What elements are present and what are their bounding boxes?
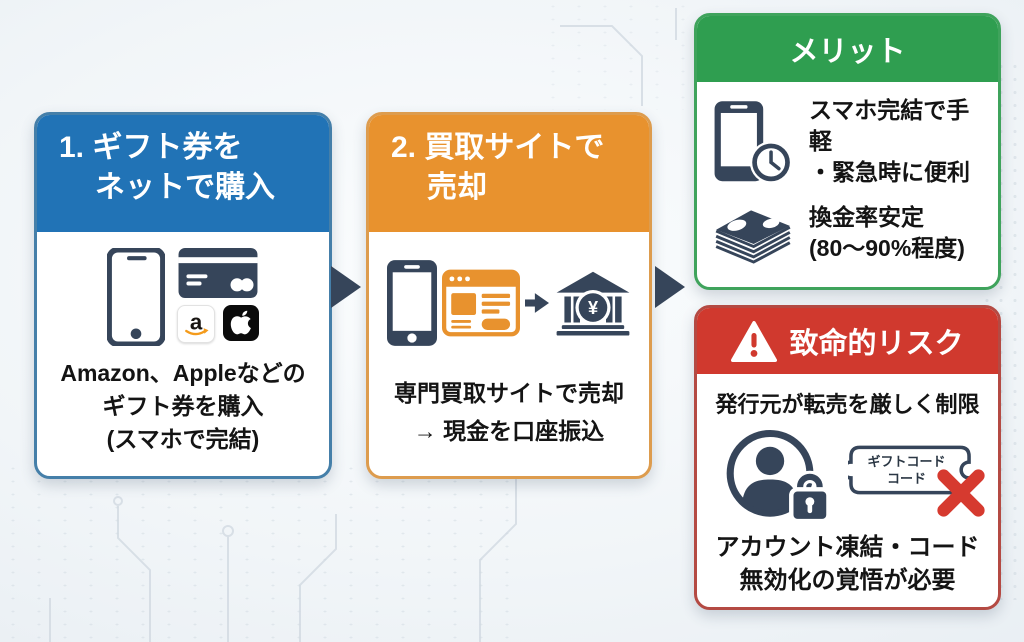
bank-icon: ¥: [556, 271, 629, 336]
gift-code-ticket-icon: ギフトコード コード: [847, 444, 985, 517]
step2-desc-line1: 専門買取サイトで売却: [394, 380, 624, 406]
amazon-icon: a: [177, 305, 215, 343]
risk-outcome-line1: アカウント凍結・コード: [715, 534, 980, 561]
step2-title: 2. 買取サイトで 売却: [369, 115, 649, 232]
merit-item-2-text: 換金率安定 (80〜90%程度): [809, 202, 965, 264]
risk-icons: ギフトコード コード: [697, 425, 998, 527]
dot-pattern-bottom-left: [0, 462, 520, 642]
payment-icons-column: a: [177, 248, 259, 343]
risk-title-text: 致命的リスク: [789, 328, 964, 360]
step1-desc-line3: (スマホで完結): [106, 426, 260, 452]
svg-text:a: a: [190, 310, 203, 335]
brand-tiles: a: [177, 305, 259, 343]
flow-arrow-2: [655, 266, 685, 308]
smartphone-clock-icon: [714, 100, 793, 184]
risk-title: 致命的リスク: [697, 308, 998, 374]
risk-card: 致命的リスク 発行元が転売を厳しく制限 ギフトコー: [694, 305, 1001, 610]
step2-icons: ¥: [369, 258, 649, 348]
ticket-text-line2: コード: [886, 471, 926, 486]
step1-description: Amazon、Appleなどの ギフト券を購入 (スマホで完結): [37, 357, 329, 456]
dot-pattern-top-center: [540, 0, 700, 110]
merit-item-1: スマホ完結で手軽 ・緊急時に便利: [697, 95, 998, 188]
merit-title-text: メリット: [789, 36, 906, 68]
smartphone-icon: [386, 260, 437, 346]
ticket-text-line1: ギフトコード: [867, 454, 946, 469]
step2-desc-line2: → 現金を口座振込: [413, 418, 605, 444]
money-stack-icon: [715, 210, 791, 264]
step2-card: 2. 買取サイトで 売却: [366, 112, 652, 479]
credit-card-icon: [178, 248, 258, 298]
merit-item-1-line1: スマホ完結で手軽: [809, 97, 970, 154]
step2-title-line1: 2. 買取サイトで: [391, 131, 605, 164]
step1-title-line1: 1. ギフト券を: [59, 131, 243, 164]
merit-item-2-line1: 換金率安定: [809, 204, 924, 230]
merit-item-2-line2: (80〜90%程度): [809, 235, 965, 261]
apple-icon: [223, 305, 259, 341]
account-lock-icon: [726, 429, 831, 524]
right-arrow-icon: [524, 293, 549, 313]
browser-icon: [441, 269, 520, 337]
step1-title: 1. ギフト券を ネットで購入: [37, 115, 329, 232]
merit-item-1-text: スマホ完結で手軽 ・緊急時に便利: [809, 95, 986, 188]
step1-desc-line2: ギフト券を購入: [102, 393, 264, 419]
risk-outcome-line2: 無効化の覚悟が必要: [739, 567, 956, 594]
step2-title-line2: 売却: [427, 171, 487, 204]
warning-icon: [731, 320, 778, 362]
step1-desc-line1: Amazon、Appleなどの: [60, 360, 306, 386]
svg-text:¥: ¥: [587, 298, 598, 318]
smartphone-icon: [107, 248, 165, 346]
merit-title: メリット: [697, 16, 998, 82]
step2-description: 専門買取サイトで売却 → 現金を口座振込: [369, 374, 649, 450]
flow-arrow-1: [331, 266, 361, 308]
step1-card: 1. ギフト券を ネットで購入: [34, 112, 332, 479]
merit-item-1-line2: ・緊急時に便利: [809, 159, 970, 185]
step1-title-line2: ネットで購入: [95, 171, 275, 204]
cross-icon: [936, 469, 985, 517]
risk-outcome: アカウント凍結・コード 無効化の覚悟が必要: [697, 531, 998, 597]
step1-icons: a: [37, 248, 329, 346]
merit-card: メリット スマホ完結で手軽 ・緊急時に便利: [694, 13, 1001, 290]
merit-item-2: 換金率安定 (80〜90%程度): [697, 201, 998, 265]
risk-lead-text: 発行元が転売を厳しく制限: [715, 392, 980, 417]
